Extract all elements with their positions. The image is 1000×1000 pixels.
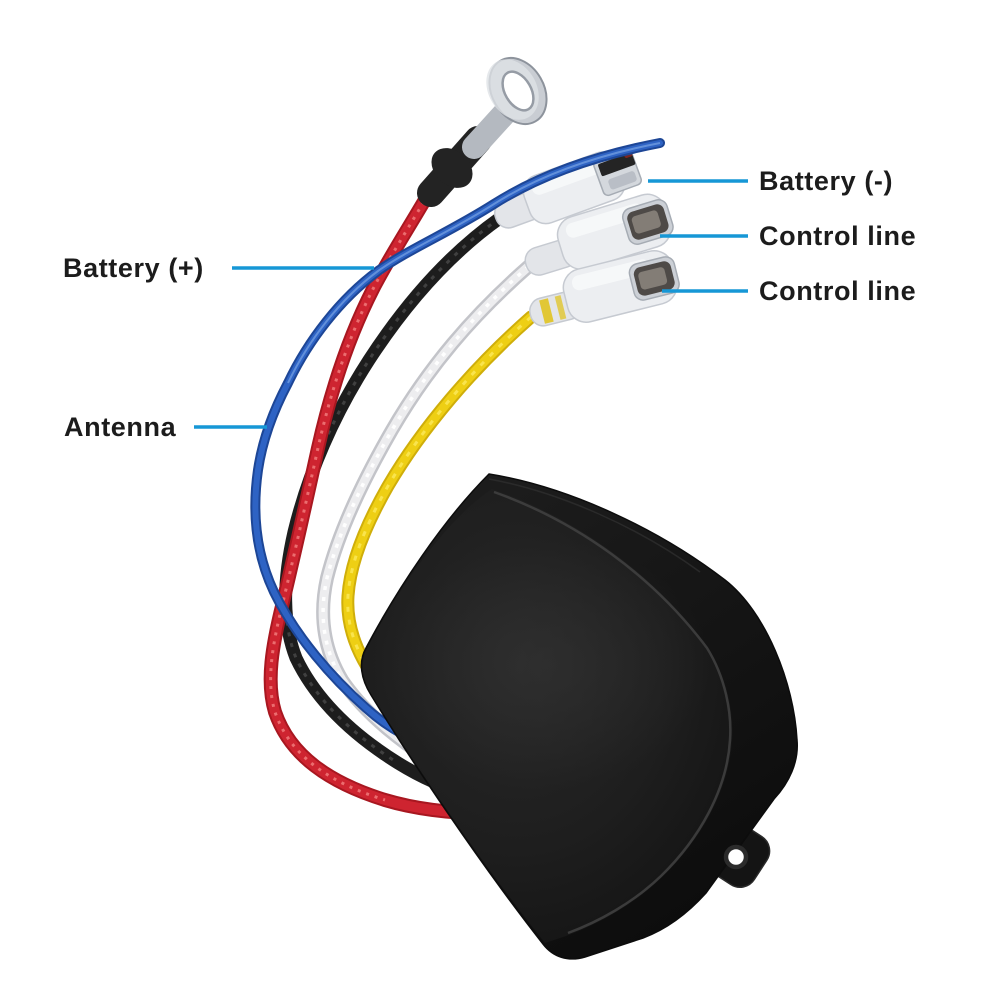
label-control-line-2: Control line (759, 276, 917, 306)
terminal-barrel (462, 102, 516, 159)
spade-connectors (494, 148, 680, 327)
label-battery-negative: Battery (-) (759, 166, 894, 196)
red-battery-wire (263, 179, 485, 820)
blue-antenna-wire (250, 138, 665, 747)
callout-lines (194, 179, 748, 429)
label-antenna: Antenna (64, 412, 177, 442)
box-ridge-highlight (493, 490, 732, 935)
module-box (360, 473, 798, 960)
mounting-hole (723, 844, 749, 870)
ring-eyelet (486, 57, 548, 125)
connector-control-2 (529, 249, 680, 327)
yellow-stripe (554, 295, 567, 320)
male-spade-blade (598, 152, 636, 177)
connector-battery-neg (494, 148, 642, 229)
sleeve-crimp-bulge (431, 148, 473, 188)
yellow-stripe (539, 298, 554, 324)
label-control-line-1: Control line (759, 221, 917, 251)
connector-control-1 (524, 193, 674, 276)
label-battery-positive: Battery (+) (63, 253, 204, 283)
lid-edge-highlight (488, 478, 701, 573)
ring-terminal (417, 57, 548, 207)
box-surface-sheen (380, 540, 710, 790)
